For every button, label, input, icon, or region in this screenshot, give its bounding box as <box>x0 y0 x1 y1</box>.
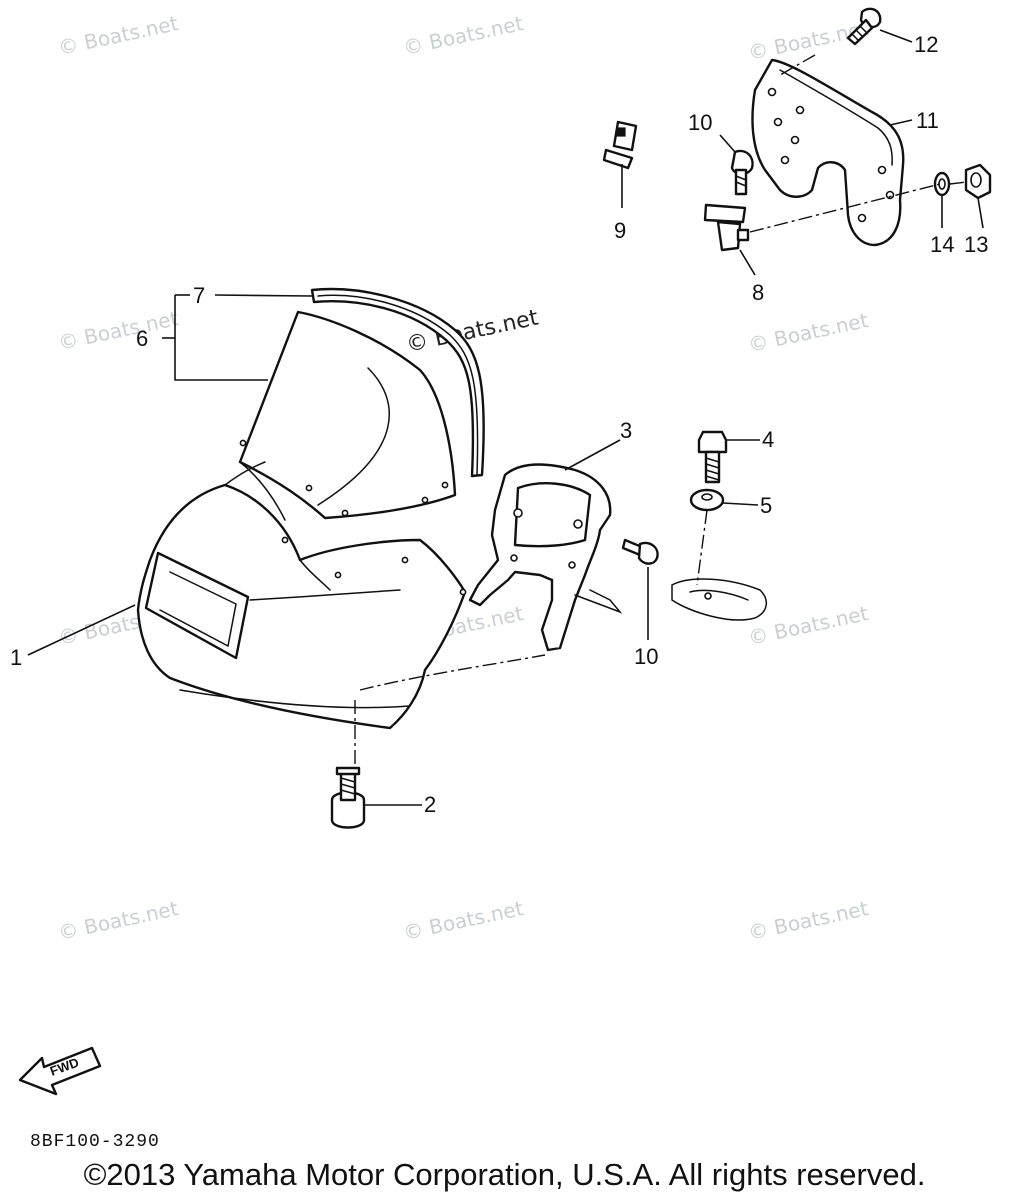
watermark: © Boats.net <box>746 896 870 945</box>
callout-11: 11 <box>916 108 939 133</box>
clip-part-8 <box>703 203 750 252</box>
callout-6: 6 <box>136 326 148 351</box>
grommet-part-5 <box>689 488 725 512</box>
cowling-part-1 <box>136 461 467 730</box>
windscreen-part-6 <box>238 310 457 520</box>
callout-10-upper: 10 <box>688 110 712 135</box>
watermark: © Boats.net <box>56 11 180 60</box>
watermark: © Boats.net <box>401 11 525 60</box>
leader-lines <box>27 29 984 806</box>
watermark: © Boats.net <box>56 306 180 355</box>
callout-1: 1 <box>10 645 22 670</box>
washer-part-14 <box>933 171 951 197</box>
callouts: 1 2 3 4 5 6 7 8 9 10 10 11 12 13 14 <box>10 32 988 817</box>
bolt-part-4 <box>697 430 728 484</box>
watermarks: © Boats.net © Boats.net © Boats.net © Bo… <box>56 11 870 945</box>
callout-4: 4 <box>762 427 774 452</box>
callout-3: 3 <box>620 418 632 443</box>
copyright-notice: ©2013 Yamaha Motor Corporation, U.S.A. A… <box>83 1157 926 1192</box>
seal-strip-part-7 <box>310 287 485 478</box>
callout-14: 14 <box>930 232 954 257</box>
nut-part-13 <box>964 163 992 200</box>
callout-12: 12 <box>914 32 938 57</box>
watermark: © Boats.net <box>56 896 180 945</box>
watermark: © Boats.net <box>746 308 870 357</box>
callout-7: 7 <box>193 283 205 308</box>
bolt-part-10-upper <box>730 149 754 196</box>
callout-10-lower: 10 <box>634 644 658 669</box>
callout-13: 13 <box>964 232 988 257</box>
bolt-part-12 <box>846 7 882 46</box>
clip-part-9 <box>602 120 638 170</box>
mount-plate <box>671 578 767 621</box>
callout-8: 8 <box>752 280 764 305</box>
callout-9: 9 <box>614 218 626 243</box>
callout-5: 5 <box>760 493 772 518</box>
assembly-lines <box>354 54 967 765</box>
part-number: 8BF100-3290 <box>30 1132 160 1152</box>
callout-2: 2 <box>424 792 436 817</box>
fwd-arrow-icon: FWD <box>18 1046 102 1096</box>
screw-part-2 <box>330 766 366 829</box>
bracket-part-3 <box>468 463 623 652</box>
mounting-bracket-part-11 <box>751 58 905 247</box>
watermark: © Boats.net <box>401 896 525 945</box>
bolt-part-10-lower <box>621 538 659 565</box>
